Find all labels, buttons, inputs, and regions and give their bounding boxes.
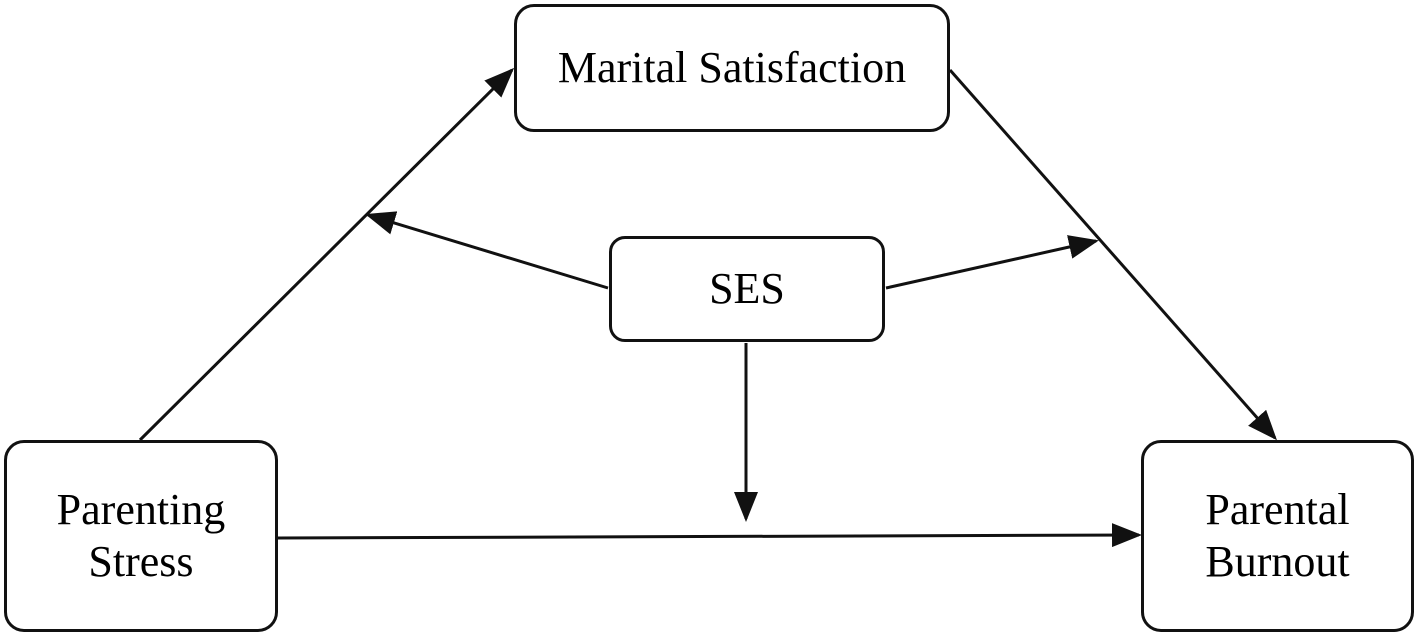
node-ses: SES bbox=[609, 236, 885, 342]
parental-burnout-label-line1: Parental bbox=[1205, 485, 1350, 534]
ses-label: SES bbox=[709, 264, 785, 313]
parenting-stress-label-line1: Parenting bbox=[56, 485, 226, 534]
arrow-parenting-to-burnout bbox=[277, 523, 1142, 548]
node-parenting-stress: Parenting Stress bbox=[4, 440, 278, 632]
node-marital-satisfaction: Marital Satisfaction bbox=[514, 4, 950, 132]
arrow-parenting-to-marital bbox=[138, 67, 515, 442]
arrow-ses-to-right-path bbox=[885, 235, 1099, 290]
marital-satisfaction-label: Marital Satisfaction bbox=[557, 43, 907, 92]
arrow-marital-to-burnout bbox=[948, 69, 1277, 441]
arrow-ses-to-left-path bbox=[365, 211, 609, 290]
node-parental-burnout: Parental Burnout bbox=[1141, 440, 1414, 632]
parenting-stress-label-line2: Stress bbox=[88, 537, 194, 586]
parental-burnout-label-line2: Burnout bbox=[1205, 537, 1350, 586]
